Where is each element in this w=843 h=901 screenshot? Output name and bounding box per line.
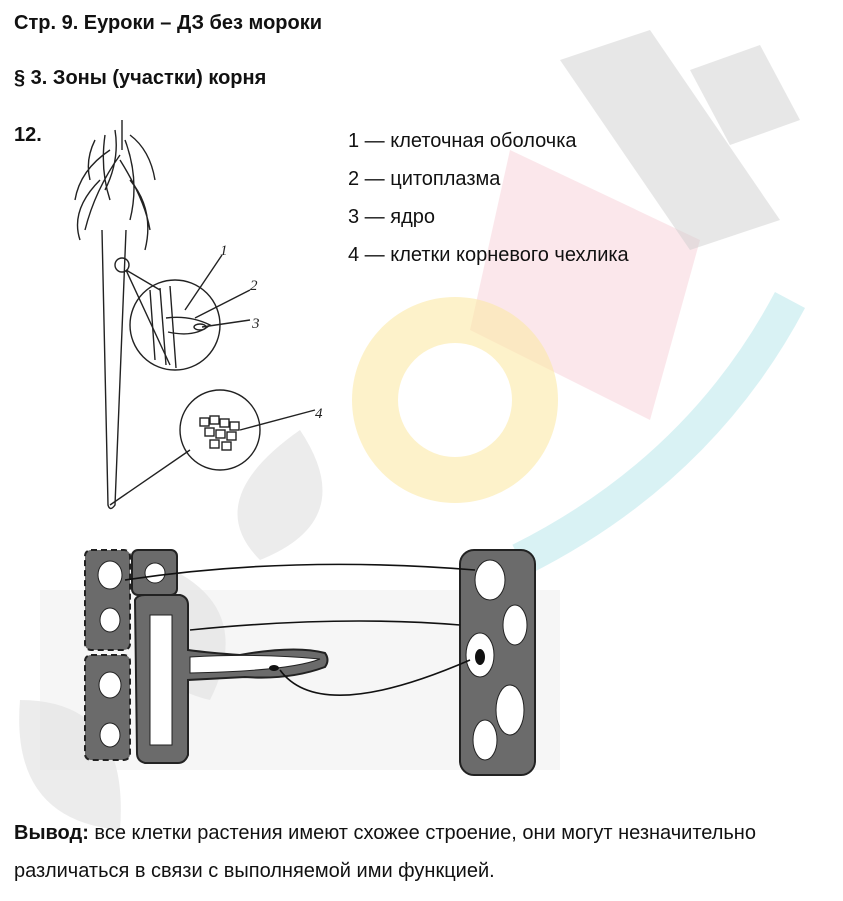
figure-label-3: 3 [251, 316, 260, 332]
figure-label-4: 4 [315, 406, 323, 422]
conclusion-text: все клетки растения имеют схожее строени… [14, 822, 756, 882]
figure-label-2: 2 [250, 278, 258, 294]
page-title: Стр. 9. Еуроки – ДЗ без мороки [14, 12, 323, 34]
legend-item-2: 2 — цитоплазма [348, 168, 501, 190]
conclusion-label: Вывод: [14, 822, 89, 844]
conclusion: Вывод: все клетки растения имеют схожее … [14, 814, 834, 890]
figure-label-1: 1 [220, 243, 228, 259]
legend-item-1: 1 — клеточная оболочка [348, 130, 577, 152]
task-number: 12. [14, 124, 42, 146]
section-title: § 3. Зоны (участки) корня [14, 67, 267, 89]
legend-list: 1 — клеточная оболочка 2 — цитоплазма 3 … [348, 122, 629, 274]
legend-item-3: 3 — ядро [348, 206, 435, 228]
root-diagram: 1 2 3 4 [74, 120, 323, 510]
legend-item-4: 4 — клетки корневого чехлика [348, 244, 629, 266]
cells-diagram [40, 549, 560, 776]
